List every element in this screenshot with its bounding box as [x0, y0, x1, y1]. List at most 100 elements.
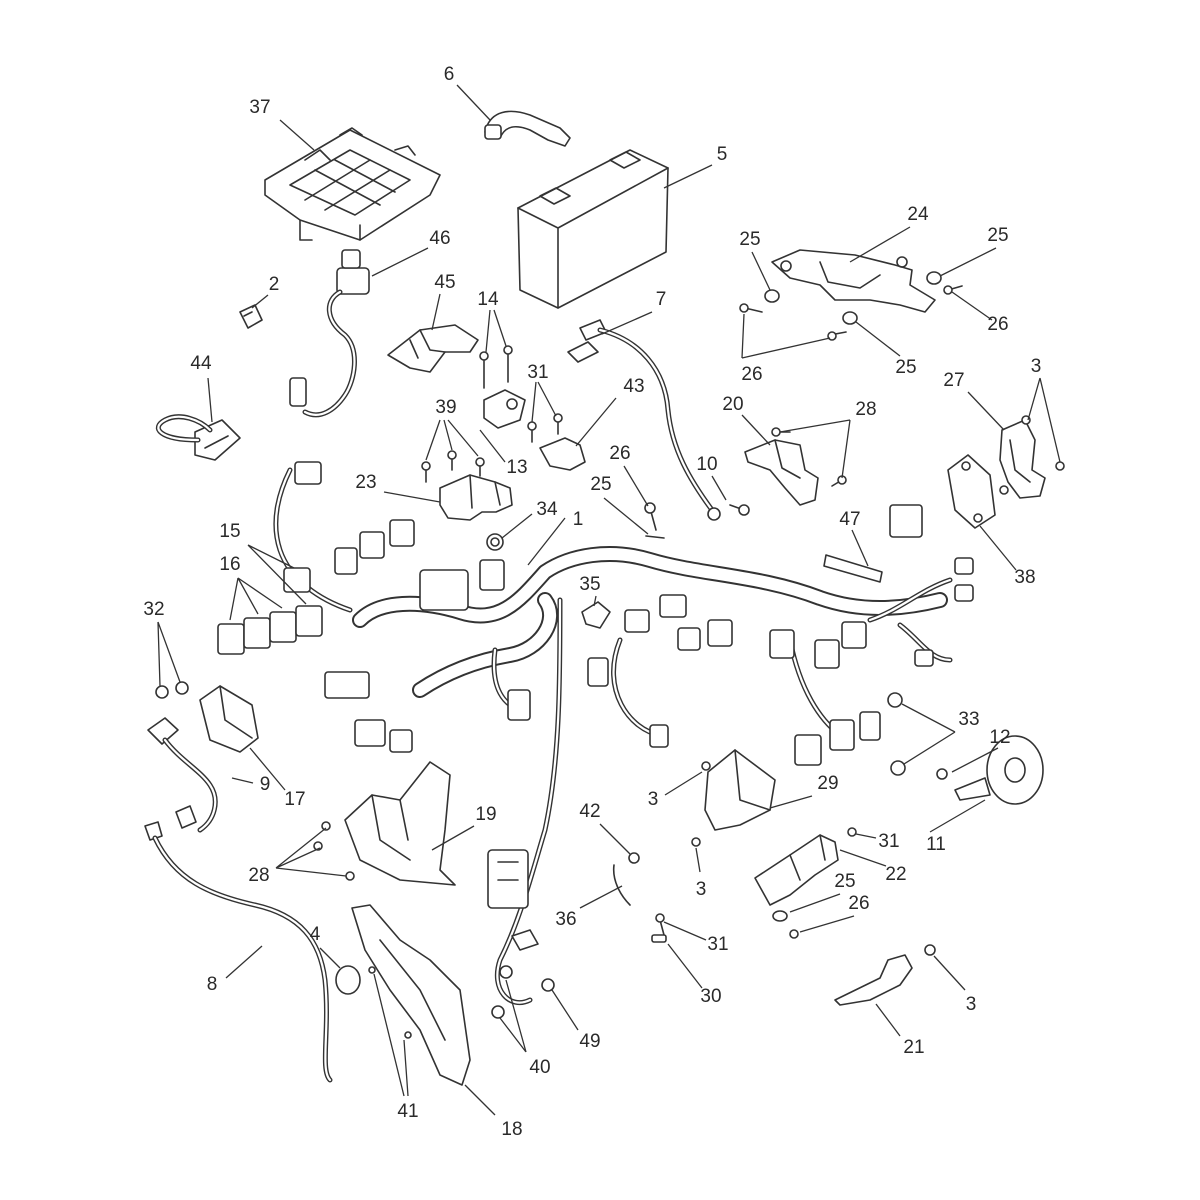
part-clips-33 [887, 692, 906, 776]
part-fuse-box-tray [264, 127, 441, 241]
part-module-lower [487, 849, 529, 909]
callout-c23: 23 [355, 472, 376, 493]
callout-c46: 46 [429, 228, 450, 249]
callout-c4: 4 [310, 924, 321, 945]
part-ground-cable-8 [144, 821, 333, 1083]
callout-c36: 36 [555, 909, 576, 930]
part-grommet-34 [486, 533, 504, 551]
callout-c26a: 26 [987, 314, 1008, 335]
callout-c26c: 26 [609, 443, 630, 464]
part-battery-cable-9 [147, 717, 218, 833]
callout-c1: 1 [573, 509, 584, 530]
callout-c12: 12 [989, 727, 1010, 748]
callout-c26b: 26 [741, 364, 762, 385]
callout-c27: 27 [943, 370, 964, 391]
part-bracket-29 [691, 749, 776, 847]
callout-c38: 38 [1014, 567, 1035, 588]
callout-c24: 24 [907, 204, 929, 225]
part-clips-40-49 [491, 929, 555, 1019]
callout-c42: 42 [579, 801, 600, 822]
callout-c11: 11 [926, 834, 946, 855]
callout-c37: 37 [249, 97, 270, 118]
callout-c14: 14 [477, 289, 499, 310]
callout-c5: 5 [717, 144, 728, 165]
callout-c16: 16 [219, 554, 240, 575]
part-clip-43 [527, 413, 586, 471]
callout-c28a: 28 [855, 399, 876, 420]
part-terminal-cover-4 [335, 965, 361, 995]
callout-c35: 35 [579, 574, 600, 595]
callout-c8: 8 [207, 974, 218, 995]
part-bracket-27 [999, 415, 1065, 499]
callout-c43: 43 [623, 376, 644, 397]
callout-c39: 39 [435, 397, 456, 418]
part-bracket-21 [834, 944, 936, 1006]
part-bracket-20 [744, 427, 847, 506]
part-horn [936, 735, 1044, 805]
callout-c7: 7 [656, 289, 667, 310]
part-fasteners-30-31 [651, 913, 667, 943]
part-clip-35 [581, 601, 611, 629]
part-battery-cable-7 [567, 319, 721, 521]
part-sleeve-47 [823, 554, 883, 583]
callout-c25d: 25 [590, 474, 611, 495]
callout-c25b: 25 [987, 225, 1008, 246]
callout-c25c: 25 [895, 357, 916, 378]
part-relay-bracket [387, 324, 479, 373]
callout-c44: 44 [190, 353, 212, 374]
part-bolts-32 [155, 681, 189, 699]
callout-c47: 47 [839, 509, 860, 530]
part-bolt-26c [644, 502, 665, 539]
callout-c45: 45 [434, 272, 455, 293]
callout-c28b: 28 [248, 865, 269, 886]
callout-c21: 21 [903, 1037, 924, 1058]
callout-labels: 1233334567891011121314151617181920212223… [143, 64, 1041, 1140]
part-screws-39 [421, 450, 485, 483]
callout-c31c: 31 [707, 934, 728, 955]
callout-c3a: 3 [1031, 356, 1042, 377]
part-clamp-36 [612, 852, 640, 906]
callout-c34: 34 [536, 499, 558, 520]
callout-c13: 13 [506, 457, 527, 478]
callout-c41: 41 [397, 1101, 418, 1122]
callout-c26d: 26 [848, 893, 869, 914]
callout-c33: 33 [958, 709, 979, 730]
callout-c17: 17 [284, 789, 305, 810]
callout-c30: 30 [700, 986, 721, 1007]
part-washers-bolts-24 [739, 271, 963, 341]
callout-c49: 49 [579, 1031, 600, 1052]
callout-c25a: 25 [739, 229, 760, 250]
leader-lines [157, 84, 1061, 1116]
part-bracket-19 [313, 761, 456, 886]
callout-c25e: 25 [834, 871, 855, 892]
part-bracket-24 [771, 249, 936, 313]
part-main-harness [273, 461, 974, 1006]
callout-c29: 29 [817, 773, 838, 794]
callout-c15: 15 [219, 521, 240, 542]
part-sensor-lead [289, 249, 370, 418]
callout-c31a: 31 [527, 362, 548, 383]
callout-c9: 9 [260, 774, 271, 795]
part-control-module-17 [199, 685, 259, 753]
part-sensor-13 [483, 389, 526, 429]
callout-c2: 2 [269, 274, 280, 295]
part-battery [517, 149, 669, 309]
callout-c40: 40 [529, 1057, 550, 1078]
callout-c6: 6 [444, 64, 455, 85]
part-screws-14 [479, 345, 513, 389]
callout-c10: 10 [696, 454, 717, 475]
callout-c3d: 3 [966, 994, 977, 1015]
callout-c31b: 31 [878, 831, 899, 852]
part-bracket-22 [754, 827, 857, 939]
callout-c20: 20 [722, 394, 743, 415]
part-mini-fuse [239, 304, 263, 329]
part-battery-strap [484, 110, 571, 147]
callout-c32: 32 [143, 599, 164, 620]
part-plate-38 [947, 454, 996, 529]
part-rivets-41 [368, 966, 412, 1039]
part-cover-plate-18 [351, 904, 471, 1086]
callout-c3c: 3 [696, 879, 707, 900]
part-fuse-holder [155, 414, 241, 461]
callout-c19: 19 [475, 804, 496, 825]
